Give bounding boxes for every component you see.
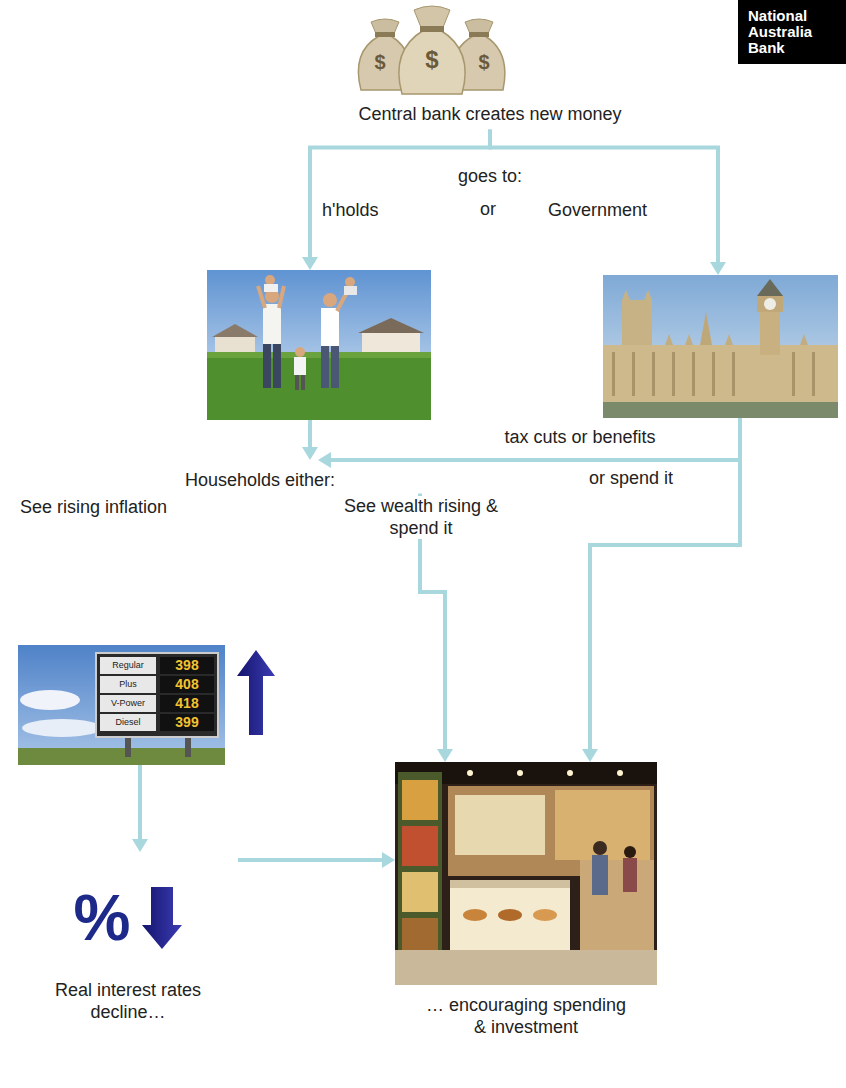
parliament-photo — [603, 275, 838, 418]
dollar-sign: $ — [478, 50, 489, 74]
fuel-grade: Plus — [119, 679, 137, 690]
households-choice: Households either: — [185, 460, 435, 494]
flow-line — [331, 418, 740, 460]
fall-arrow — [142, 887, 182, 949]
arrow-head — [132, 839, 148, 852]
real-rate-caption: Real interest rates decline… — [43, 980, 213, 1023]
flow-line — [310, 130, 490, 257]
inflation-heading: See rising inflation — [20, 497, 167, 519]
arrow-head — [582, 749, 598, 762]
bank-logo: National Australia Bank — [738, 0, 846, 64]
rise-arrow — [237, 650, 275, 735]
households-heading: h'holds — [322, 200, 378, 222]
spending-caption: … encouraging spending & investment — [424, 995, 628, 1038]
flow-line — [308, 420, 312, 447]
fuel-price: 418 — [175, 695, 198, 712]
fuel-price: 399 — [175, 714, 198, 731]
arrow-head — [437, 749, 453, 762]
households-photo: h'holds — [207, 270, 431, 420]
arrow-head — [302, 257, 318, 270]
shop-photo: … encouraging spending & investment — [395, 762, 657, 1042]
split-note: goes to: — [458, 166, 522, 188]
edge-label: See wealth rising & spend it — [339, 496, 503, 539]
flow-arrow — [132, 765, 148, 852]
source-caption: Central bank creates new money — [320, 104, 660, 126]
arrow-head — [710, 262, 726, 275]
real-rate-node: % Real interest rates decline… — [18, 852, 238, 1029]
fuel-grade: Diesel — [115, 717, 140, 728]
dollar-sign: $ — [425, 46, 438, 75]
shop-photo — [395, 762, 657, 985]
family-photo — [207, 270, 431, 420]
flow-line — [238, 858, 382, 862]
flow-arrow — [302, 420, 318, 460]
flow-arrow — [302, 130, 490, 270]
fuel-price: 408 — [175, 676, 198, 693]
money-bags — [358, 6, 505, 94]
government-heading: Government — [548, 200, 647, 222]
flow-arrow — [238, 852, 395, 868]
edge-label: or spend it — [586, 468, 676, 490]
arrow-head — [302, 447, 318, 460]
dollar-sign: $ — [374, 50, 385, 74]
government-photo: Government — [603, 275, 838, 418]
flow-arrow — [582, 418, 740, 762]
or-note: or — [480, 199, 496, 221]
fuel-price: 398 — [175, 657, 198, 674]
fuel-grade: Regular — [112, 660, 144, 671]
percent-symbol: % — [74, 886, 131, 950]
fall-arrow-shape — [142, 887, 182, 949]
fuel-price-photo — [18, 645, 225, 765]
symbol-row: % — [18, 886, 238, 950]
flow-arrow — [490, 130, 726, 275]
flow-line — [490, 130, 718, 262]
choice-text: Households either: — [185, 470, 435, 492]
arrow-head — [382, 852, 395, 868]
arrow-head — [318, 452, 331, 468]
flow-arrow — [318, 418, 740, 468]
fuel-grade: V-Power — [111, 698, 145, 709]
edge-label: tax cuts or benefits — [501, 427, 658, 449]
logo-text: National Australia Bank — [748, 8, 838, 56]
money-source: Central bank creates new money — [320, 0, 660, 130]
flow-line — [138, 765, 142, 839]
